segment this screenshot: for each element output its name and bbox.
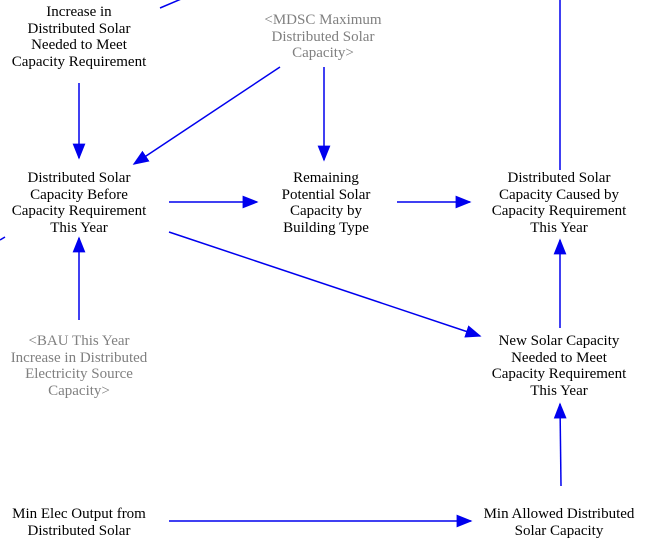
variable-label-line: Capacity Before (30, 186, 128, 203)
arrow-mdsc-to-before (132, 66, 281, 165)
variable-label-line: Distributed Solar (27, 522, 131, 539)
variable-label-line: Increase in (46, 4, 112, 20)
variable-label-line: Distributed Solar (507, 170, 611, 186)
variable-label-line: Capacity Requirement (491, 203, 627, 219)
variable-min-allowed-capacity[interactable]: Min Allowed Distributed Solar Capacity (470, 506, 648, 539)
variable-label-line: New Solar Capacity (498, 333, 620, 349)
arrow-offscreen-to-before (0, 236, 6, 241)
variable-capacity-before-requirement[interactable]: Distributed Solar Capacity Before Capaci… (0, 170, 158, 236)
variable-label-line: Distributed Solar (27, 20, 131, 37)
variable-label-line: Capacity Requirement (11, 53, 147, 70)
variable-label-line: Distributed Solar (271, 28, 375, 45)
variable-label-line: Electricity Source (25, 366, 133, 382)
variable-label-line: Min Elec Output from (12, 506, 146, 522)
variable-increase-needed[interactable]: Increase in Distributed Solar Needed to … (0, 4, 158, 70)
variable-label-line: Solar Capacity (514, 522, 604, 539)
variable-mdsc-maximum-shadow[interactable]: <MDSC Maximum Distributed Solar Capacity… (243, 12, 403, 62)
variable-label-line: This Year (530, 219, 588, 236)
variable-label-line: Capacity Caused by (499, 186, 619, 203)
variable-label-line: Needed to Meet (31, 37, 127, 53)
arrow-before-to-new (168, 231, 482, 338)
variable-label-line: <BAU This Year (28, 333, 130, 349)
variable-label-line: Potential Solar (281, 186, 371, 203)
variable-label-line: Min Allowed Distributed (483, 506, 635, 522)
variable-remaining-potential[interactable]: Remaining Potential Solar Capacity by Bu… (256, 170, 396, 236)
variable-label-line: This Year (530, 382, 588, 399)
variable-label-line: Needed to Meet (511, 349, 607, 366)
variable-label-line: Capacity> (292, 45, 354, 61)
arrow-offscreen-to-increase (159, 0, 181, 9)
variable-label-line: This Year (50, 219, 108, 236)
variable-label-line: Building Type (283, 219, 369, 236)
arrow-minallowed-to-new (553, 402, 567, 487)
variable-bau-increase-shadow[interactable]: <BAU This Year Increase in Distributed E… (0, 333, 158, 399)
variable-label-line: Capacity Requirement (11, 203, 147, 219)
variable-label-line: Increase in Distributed (10, 349, 148, 366)
variable-label-line: Capacity by (289, 203, 363, 219)
variable-label-line: Capacity> (48, 382, 110, 399)
variable-label-line: Capacity Requirement (491, 366, 627, 382)
variable-caused-by-requirement[interactable]: Distributed Solar Capacity Caused by Cap… (470, 170, 648, 236)
variable-label-line: Distributed Solar (27, 170, 131, 186)
variable-label-line: Remaining (293, 170, 359, 186)
variable-label-line: <MDSC Maximum (264, 12, 382, 28)
variable-new-capacity-needed[interactable]: New Solar Capacity Needed to Meet Capaci… (470, 333, 648, 399)
variable-min-elec-output[interactable]: Min Elec Output from Distributed Solar (0, 506, 158, 539)
